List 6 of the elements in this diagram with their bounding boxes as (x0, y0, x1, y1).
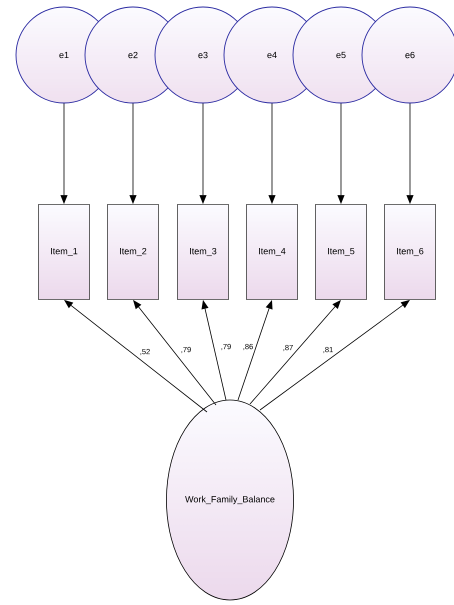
item-box: Item_4 (246, 204, 298, 300)
item-box: Item_3 (177, 204, 229, 300)
item-box: Item_6 (384, 204, 436, 300)
item-box: Item_2 (107, 204, 159, 300)
item-box: Item_5 (315, 204, 367, 300)
item-box: Item_1 (38, 204, 90, 300)
